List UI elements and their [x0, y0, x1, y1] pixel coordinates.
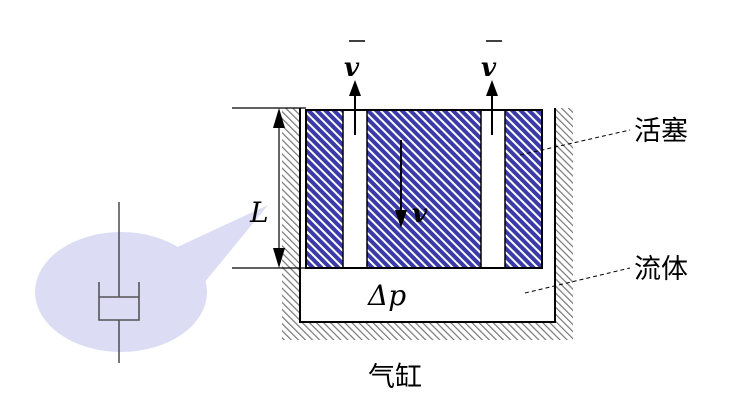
cylinder-wall-hatch — [282, 108, 573, 340]
piston-velocity-arrow — [395, 140, 407, 228]
length-label: L — [249, 196, 269, 229]
piston-velocity-label: v — [412, 199, 428, 229]
dashpot-symbol — [98, 202, 140, 363]
bubble-ellipse — [35, 232, 207, 352]
mean-velocity-label-right: v — [481, 53, 497, 83]
piston-hole-left — [343, 110, 367, 268]
piston — [305, 109, 543, 269]
cylinder-label: 气缸 — [368, 362, 422, 393]
leader-fluid — [524, 267, 631, 294]
mean-velocity-arrow-left — [349, 80, 361, 135]
pressure-diff-label: Δp — [367, 279, 406, 312]
dimension-L — [232, 107, 306, 269]
piston-label: 活塞 — [634, 116, 688, 147]
mean-velocity-arrow-right — [486, 80, 498, 135]
fluid-label: 流体 — [634, 254, 688, 285]
leader-piston — [519, 129, 631, 156]
mean-velocity-label-left: v — [344, 53, 360, 83]
zoom-bubble — [35, 205, 268, 352]
piston-hole-right — [481, 110, 505, 268]
